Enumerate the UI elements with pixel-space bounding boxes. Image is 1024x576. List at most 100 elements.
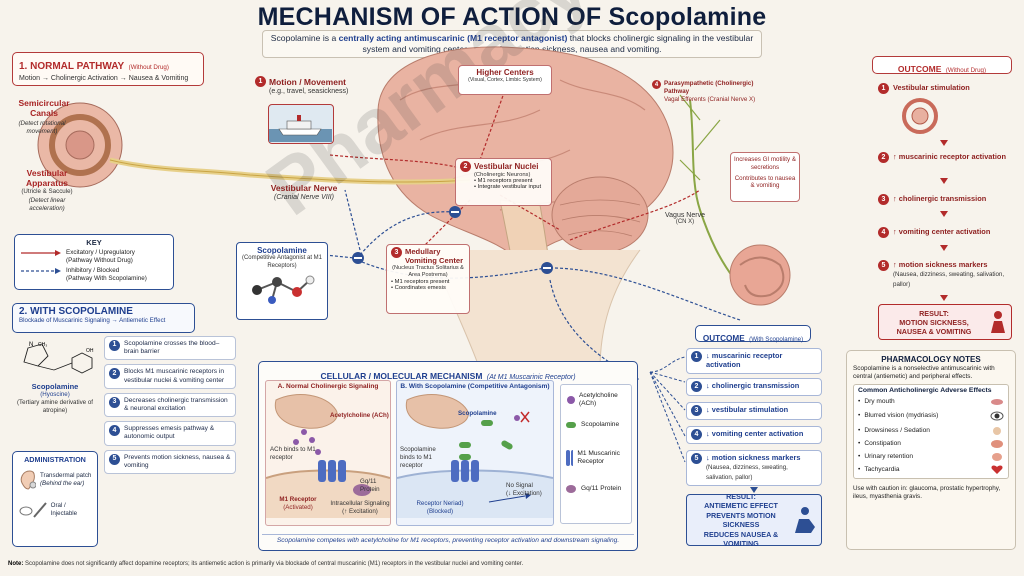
higher-centers-title: Higher Centers [476, 68, 534, 77]
outcome-without-header: OUTCOME (Without Drug) [872, 56, 1012, 74]
structure-oh-label: OH [86, 348, 94, 354]
outcome-without-5: 5↑ motion sickness markers(Nausea, dizzi… [878, 260, 1012, 288]
receptor-blocked-label: Receptor Neriad)(Blocked) [415, 500, 465, 516]
gi-effect-box: Increases GI motility & secretions Contr… [730, 152, 800, 202]
ae-urinary-retention: •Urinary retention [858, 450, 1004, 463]
vestibular-apparatus-sub: (Utricle & Saccule) [21, 188, 73, 195]
intracellular-sub: (↑ Excitation) [342, 508, 378, 515]
normal-pathway-sub: Motion → Cholinergic Activation → Nausea… [19, 75, 189, 82]
outcome-without-3: 3↑ cholinergic transmission [878, 194, 1008, 205]
ae-title: Common Anticholinergic Adverse Effects [858, 387, 992, 394]
with-scopolamine-header: 2. WITH SCOPOLAMINE [19, 306, 133, 317]
scopolamine-antagonist-box: Scopolamine (Competitive Antagonist at M… [236, 242, 328, 320]
with-scopolamine-sub: Blockade of Muscarinic Signaling → Antie… [19, 317, 166, 324]
excitatory-arrow-icon [21, 250, 61, 256]
ach-molecule-icon [567, 396, 575, 404]
eye-icon [990, 411, 1004, 421]
panel-a-title: A. Normal Cholinergic Signaling [277, 383, 379, 390]
outcome-without-1-number: 1 [878, 83, 889, 94]
higher-centers-box: Higher Centers (Visual, Cortex, Limbic S… [458, 65, 552, 95]
scop-step-2-text: Blocks M1 muscarinic receptors in vestib… [124, 368, 225, 384]
pharmacology-notes-panel: PHARMACOLOGY NOTES Scopolamine is a nons… [846, 350, 1016, 550]
outcome-without-2-number: 2 [878, 152, 889, 163]
intestine-icon [991, 439, 1003, 448]
no-signal-label: No Signal(↓ Excitation) [506, 482, 554, 498]
ear-patch-icon [20, 470, 36, 490]
gi-effect-l2: Contributes to nausea & vomiting [734, 174, 796, 190]
outcome-with-sub: (With Scopolamine) [749, 336, 804, 343]
admin-transdermal: Transdermal patch [40, 472, 92, 479]
gq-label: Gq/11 Protein [360, 478, 380, 493]
semicircular-canals-label: Semicircular Canals [18, 98, 70, 118]
scop-step-4-number: 4 [109, 425, 120, 437]
parasym-title: Parasympathetic (Cholinergic) Pathway [664, 80, 754, 95]
vestibular-nerve-label: Vestibular Nerve (Cranial Nerve VIII) [254, 183, 354, 202]
scop-step-2: 2 Blocks M1 muscarinic receptors in vesti… [104, 364, 236, 389]
cellular-footer: Scopolamine competes with acetylcholine … [262, 534, 634, 544]
gi-effect-l1: Increases GI motility & secretions [734, 156, 796, 171]
medullary-number: 3 [391, 247, 402, 258]
outcome-without-title: OUTCOME [897, 64, 942, 74]
key-excitatory-sub: (Pathway Without Drug) [66, 257, 133, 264]
outcome-with-result-l4: REDUCES NAUSEA & VOMITING [703, 529, 779, 549]
footer-note-label: Note: [8, 561, 24, 567]
outcome-without-arrow-5 [940, 295, 948, 301]
parasym-sub: Vagal Efferents (Cranial Nerve X) [664, 96, 756, 103]
structure-n-label: N [29, 342, 33, 348]
outcome-with-4-text: ↓ vomiting center activation [706, 429, 804, 438]
outcome-without-4-number: 4 [878, 227, 889, 238]
pharm-notes-text: Scopolamine is a nonselective antimuscar… [853, 365, 995, 380]
motion-title: Motion / Movement [269, 76, 346, 87]
cellular-header-sub: (At M1 Muscarinic Receptor) [486, 374, 576, 381]
normal-pathway-header-sub: (Without Drug) [128, 64, 169, 71]
outcome-without-result-label: RESULT: [919, 308, 949, 318]
scop-step-1-number: 1 [109, 340, 120, 351]
medullary-b1: M1 receptors present [394, 279, 450, 285]
parasym-number: 4 [652, 80, 661, 89]
outcome-with-5-number: 5 [691, 453, 702, 464]
ae-tachycardia-text: Tachycardia [864, 465, 900, 473]
intracellular-title: Intracellular Signaling [330, 500, 390, 507]
outcome-without-1-text: Vestibular stimulation [893, 83, 970, 92]
administration-panel: ADMINISTRATION Transdermal patch(Behind … [12, 451, 98, 547]
outcome-with-result-l3: PREVENTS MOTION SICKNESS [706, 510, 776, 530]
key-legend: KEY Excitatory / Upregulatory(Pathway Wi… [14, 234, 174, 290]
outcome-without-sub: (Without Drug) [945, 67, 987, 74]
medullary-title: Medullary Vomiting Center [405, 247, 464, 265]
with-scopolamine-panel: 2. WITH SCOPOLAMINE Blockade of Muscarin… [12, 303, 195, 333]
vestibular-nuclei-sub: (Cholinergic Neurons) [474, 172, 531, 178]
outcome-without-result-l3: NAUSEA & VOMITING [896, 326, 972, 336]
scop-label-b: Scopolamine [458, 410, 497, 417]
scop-step-5-text: Prevents motion sickness, nausea & vomit… [124, 453, 231, 469]
outcome-without-arrow-2 [940, 178, 948, 184]
scop-box-sub: (Competitive Antagonist at M1 Receptors) [241, 255, 323, 269]
scop-step-4-text: Suppresses emesis pathway & autonomic ou… [124, 425, 215, 441]
mouth-icon [991, 398, 1003, 405]
vestibular-nuclei-title: Vestibular Nuclei [474, 162, 539, 171]
ae-dry-mouth: •Dry mouth [858, 395, 1004, 408]
outcome-with-4: 4 ↓ vomiting center activation [686, 426, 822, 444]
outcome-with-title: OUTCOME [702, 334, 745, 343]
scopolamine-structure-icon: N CH₃ OH [23, 342, 94, 374]
semicircular-canals-note: (Detect rotational movement) [18, 120, 66, 135]
scop-step-2-number: 2 [109, 368, 120, 380]
relaxed-person-icon [795, 507, 815, 533]
scop-box-title: Scopolamine [257, 246, 307, 255]
scop-step-4: 4 Suppresses emesis pathway & autonomic o… [104, 421, 236, 446]
panel-a-normal: A. Normal Cholinergic Signaling [265, 380, 391, 526]
panel-b-title: B. With Scopolamine (Competitive Antagon… [400, 383, 550, 390]
outcome-without-2-text: ↑ muscarinic receptor activation [893, 152, 1006, 161]
scop-step-1-text: Scopolamine crosses the blood–brain barr… [124, 340, 220, 356]
sick-person-icon [991, 311, 1005, 333]
outcome-without-2: 2 ↑ muscarinic receptor activation [878, 152, 1008, 163]
vagus-nerve-label: Vagus Nerve (CN X) [660, 212, 710, 225]
motion-sub: (e.g., travel, seasickness) [269, 88, 349, 95]
outcome-with-4-number: 4 [691, 429, 702, 440]
drug-identity: Scopolamine (Hyoscine) (Tertiary amine d… [14, 382, 96, 415]
outcome-with-result-label: RESULT: [726, 491, 756, 501]
outcome-with-header: OUTCOME (With Scopolamine) [695, 325, 811, 343]
ae-constipation-text: Constipation [864, 439, 901, 447]
